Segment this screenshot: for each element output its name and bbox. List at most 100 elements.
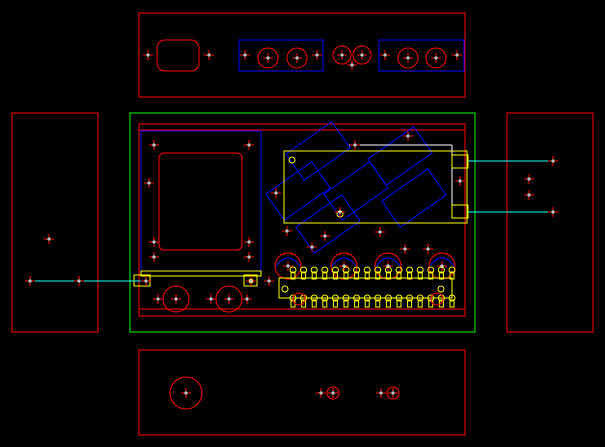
strip-hole-left [281,285,289,293]
terminal-pins [289,266,456,308]
pad-icon [331,294,339,308]
crosshair-icon [524,174,534,184]
relay-6 [295,194,361,254]
crosshair-icon [149,140,159,150]
top-cap-4 [352,45,372,65]
crosshair-icon [455,176,465,186]
right-view[interactable] [506,112,594,333]
top-view[interactable] [138,12,466,98]
right-view-outline [506,112,594,333]
pad-icon [384,294,392,308]
pad-icon [300,266,308,280]
top-rounded-part [156,39,200,72]
strip-cap-left [292,292,306,306]
top-cap-6 [425,47,447,69]
crosshair-icon [153,294,163,304]
crosshair-icon [312,50,322,60]
pad-icon [353,294,361,308]
top-cap-3 [332,45,352,65]
crosshair-icon [264,276,274,286]
crosshair-icon [244,237,254,247]
crosshair-icon [400,244,410,254]
crosshair-icon [335,207,345,217]
crosshair-icon [431,53,441,63]
crosshair-icon [244,140,254,150]
pad-icon [353,266,361,280]
pad-icon [416,294,424,308]
crosshair-icon [25,276,35,286]
pad-icon [363,266,371,280]
pad-icon [416,266,424,280]
crosshair-icon [292,53,302,63]
pad-icon [310,294,318,308]
bottom-small-hole-2 [386,386,400,400]
transformer-strip [140,270,262,277]
crosshair-icon [437,261,447,271]
board-inner-frame [138,123,466,317]
crosshair-icon [376,388,386,398]
pad-icon [406,294,414,308]
crosshair-icon [224,294,234,304]
crosshair-icon [403,53,413,63]
pad-icon [406,266,414,280]
strip-cap-right [430,292,444,306]
crosshair-icon [246,276,256,286]
pad-icon [321,294,329,308]
crosshair-icon [350,140,360,150]
wires [30,160,553,282]
pad-icon [331,266,339,280]
pad-icon [448,294,456,308]
top-cap-2 [286,47,308,69]
crosshair-icon [337,50,347,60]
crosshair-icon [240,50,250,60]
crosshair-icon [149,237,159,247]
crosshair-icon [171,294,181,304]
pad-icon [437,266,445,280]
crosshair-icon [244,252,254,262]
cap-row-scallop [275,257,455,267]
pad-icon [374,266,382,280]
crosshair-icon [548,156,558,166]
crosshair-icon [44,234,54,244]
top-right-component-box [378,39,465,72]
strip-hole-right [437,285,445,293]
crosshair-icon [282,226,292,236]
main-cap-1 [274,252,302,280]
crosshair-icon [328,388,338,398]
pad-icon [342,294,350,308]
crosshair-icon [423,244,433,254]
bottom-small-hole-1 [326,386,340,400]
crosshair-markers [25,50,558,398]
top-left-component-box [238,39,324,72]
bottom-view[interactable] [138,349,466,436]
crosshair-icon [144,178,154,188]
left-view[interactable] [11,112,99,333]
crosshair-icon [204,50,214,60]
pad-icon [448,266,456,280]
pad-icon [321,266,329,280]
bottom-view-outline [138,349,466,436]
crosshair-icon [206,294,216,304]
board-outline [129,112,476,333]
crosshair-icon [339,261,349,271]
crosshair-icon [452,50,462,60]
relay-4 [367,126,433,186]
crosshair-icon [271,188,281,198]
relay-2 [265,161,331,221]
crosshair-icon [380,50,390,60]
pad-icon [342,266,350,280]
crosshair-icon [143,50,153,60]
pad-icon [310,266,318,280]
crosshair-icon [307,242,317,252]
relay-mount-hole-1 [288,156,296,164]
crosshair-icon [524,190,534,200]
relay-footprint [283,150,468,224]
crosshair-icon [388,388,398,398]
crosshair-icon [283,261,293,271]
relay-group [265,121,447,254]
top-view-outline [138,12,466,98]
crosshair-icon [263,53,273,63]
pad-icon [374,294,382,308]
crosshair-icon [316,388,326,398]
